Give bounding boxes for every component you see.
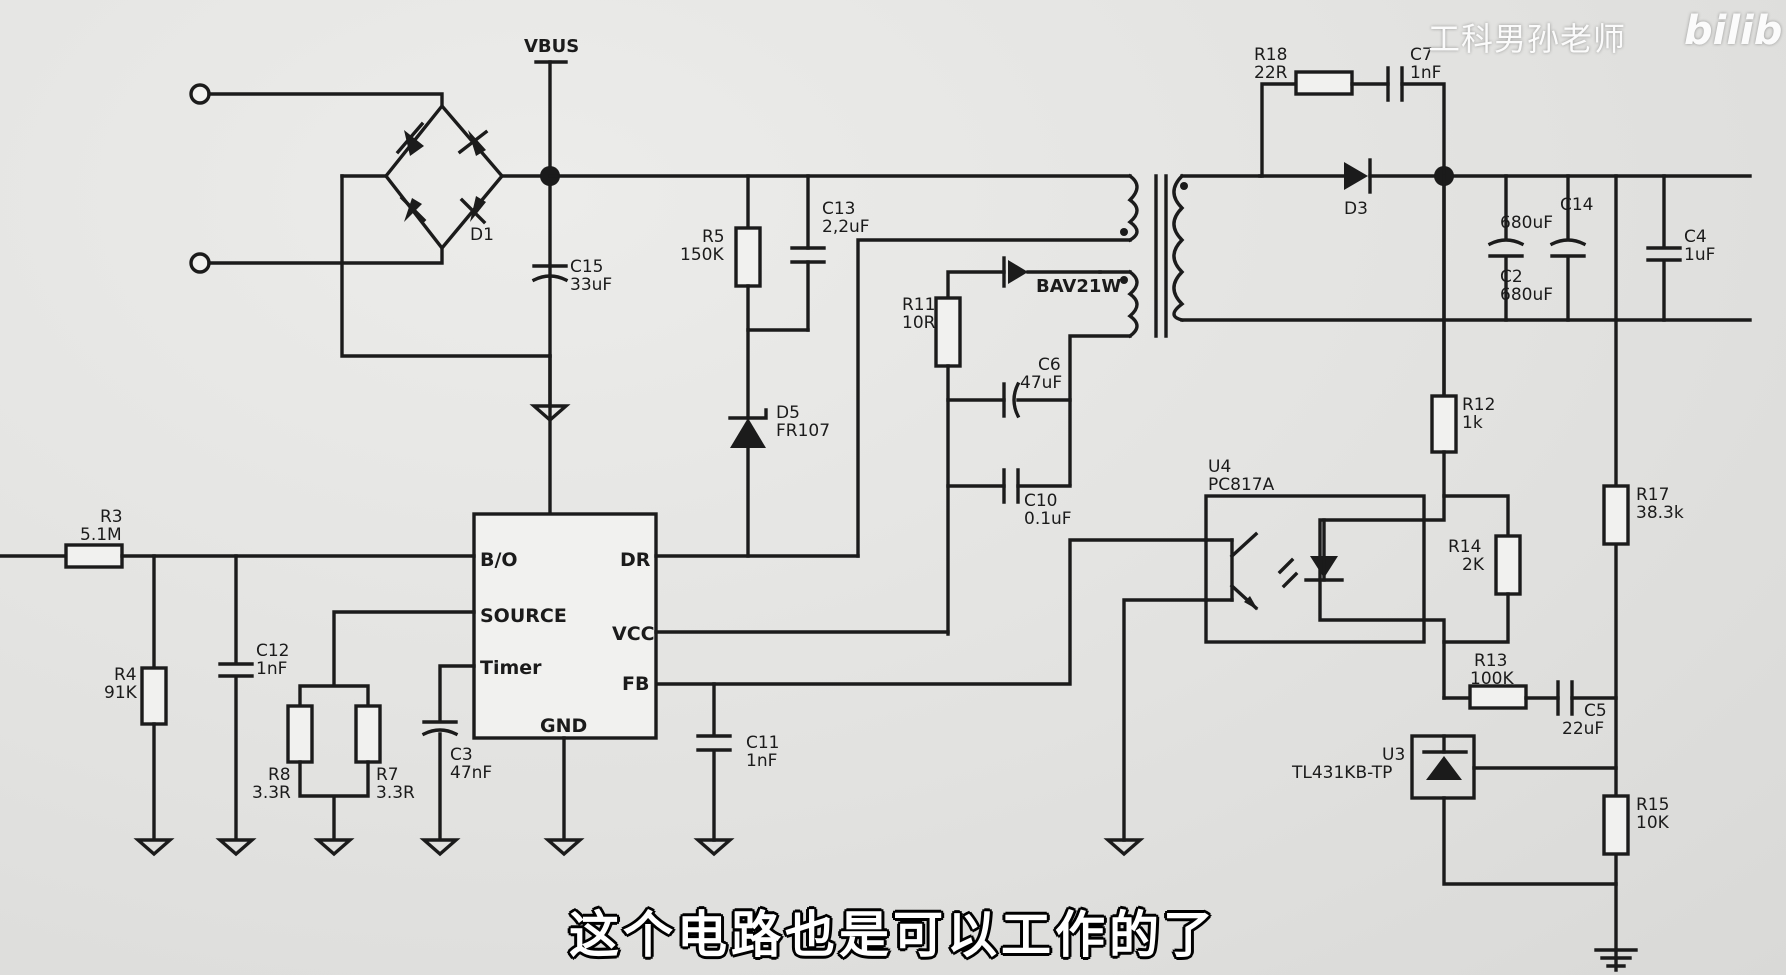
c13-ref: C13	[822, 199, 856, 219]
optocoupler-u4: U4 PC817A	[1204, 457, 1426, 644]
video-subtitle: 这个电路也是可以工作的了	[569, 906, 1217, 964]
feedback-network: R12 1k R14 2K	[1318, 174, 1522, 700]
r18-val: 22R	[1254, 63, 1288, 83]
c14-ref: C14	[1560, 195, 1594, 215]
controller-ic: B/O SOURCE Timer GND DR VCC FB	[472, 512, 658, 740]
r13-val: 100K	[1470, 669, 1514, 689]
c7-val: 1nF	[1410, 63, 1441, 83]
c10-ref: C10	[1024, 491, 1058, 511]
c4-val: 1uF	[1684, 245, 1715, 265]
transformer	[856, 173, 1752, 558]
c5-val: 22uF	[1562, 719, 1604, 739]
c13-val: 2,2uF	[822, 217, 870, 237]
snubber-r5-c13-d5: R5 150K C13 2,2uF D5 FR107	[680, 174, 870, 558]
r11-val: 10R	[902, 313, 936, 333]
r14-val: 2K	[1462, 555, 1485, 575]
channel-watermark: 工科男孙老师	[1428, 20, 1627, 58]
c2-ref: C2	[1500, 267, 1523, 287]
ic-wiring: C11 1nF	[543, 554, 950, 857]
secondary-rectifier: R18 22R C7 1nF D3	[1254, 45, 1752, 422]
r8-val: 3.3R	[252, 783, 291, 803]
bilibili-logo: bilib	[1684, 8, 1783, 54]
d1-label: D1	[470, 225, 494, 245]
c12-ref: C12	[256, 641, 290, 661]
c4-ref: C4	[1684, 227, 1707, 247]
r12-ref: R12	[1462, 395, 1495, 415]
c14-val: 680uF	[1500, 213, 1553, 233]
r5-ref: R5	[702, 227, 725, 247]
c11-val: 1nF	[746, 751, 777, 771]
vbus-label: VBUS	[524, 36, 579, 57]
capacitor-c15: C15 33uF	[529, 257, 612, 423]
aux-supply: BAV21W R11 10R C6 47uF C10 0.1uF	[902, 256, 1121, 636]
u3-ref: U3	[1382, 745, 1405, 765]
c3-ref: C3	[450, 745, 473, 765]
r12-val: 1k	[1462, 413, 1483, 433]
c12-val: 1nF	[256, 659, 287, 679]
u4-val: PC817A	[1208, 475, 1275, 495]
opto-wiring	[654, 538, 1208, 857]
c3-val: 47nF	[450, 763, 492, 783]
r7-ref: R7	[376, 765, 399, 785]
brownout-network: R3 5.1M R4 91K C12 1nF	[0, 507, 476, 857]
r14-ref: R14	[1448, 537, 1481, 557]
vbus-rail: VBUS	[524, 36, 1132, 558]
r15-val: 10K	[1636, 813, 1670, 833]
d5-ref: D5	[776, 403, 800, 423]
u3-val: TL431KB-TP	[1291, 763, 1392, 783]
c15-val: 33uF	[570, 275, 612, 295]
r5-val: 150K	[680, 245, 724, 265]
u4-ref: U4	[1208, 457, 1231, 477]
r13-ref: R13	[1474, 651, 1507, 671]
ic-pin-vcc: VCC	[612, 623, 655, 645]
r11-ref: R11	[902, 295, 935, 315]
c6-val: 47uF	[1020, 373, 1062, 393]
r17-val: 38.3k	[1636, 503, 1684, 523]
r17-ref: R17	[1636, 485, 1669, 505]
c7-ref: C7	[1410, 45, 1433, 65]
ic-pin-timer: Timer	[480, 657, 542, 679]
sense-and-timer: R8 3.3R R7 3.3R C3 47nF	[252, 610, 492, 857]
c15-ref: C15	[570, 257, 604, 277]
r15-ref: R15	[1636, 795, 1669, 815]
ac-input-terminals	[189, 83, 444, 274]
r8-ref: R8	[268, 765, 291, 785]
c11-ref: C11	[746, 733, 780, 753]
ic-pin-gnd: GND	[540, 715, 587, 737]
ic-pin-dr: DR	[620, 549, 651, 571]
ic-pin-bo: B/O	[480, 549, 518, 571]
c5-ref: C5	[1584, 701, 1607, 721]
r3-val: 5.1M	[80, 525, 122, 545]
r18-ref: R18	[1254, 45, 1287, 65]
c10-val: 0.1uF	[1024, 509, 1072, 529]
bridge-rectifier-d1: D1	[340, 103, 552, 358]
r7-val: 3.3R	[376, 783, 415, 803]
ic-pin-source: SOURCE	[480, 605, 567, 627]
ic-pin-fb: FB	[622, 673, 649, 695]
tl431-regulator: R13 100K C5 22uF U3 TL431KB-TP R17 38.3k…	[1291, 484, 1684, 968]
bav21w-label: BAV21W	[1036, 276, 1121, 297]
d3-label: D3	[1344, 199, 1368, 219]
r4-val: 91K	[104, 683, 138, 703]
d5-val: FR107	[776, 421, 830, 441]
c6-ref: C6	[1038, 355, 1061, 375]
r3-ref: R3	[100, 507, 123, 527]
c2-val: 680uF	[1500, 285, 1553, 305]
r4-ref: R4	[114, 665, 137, 685]
